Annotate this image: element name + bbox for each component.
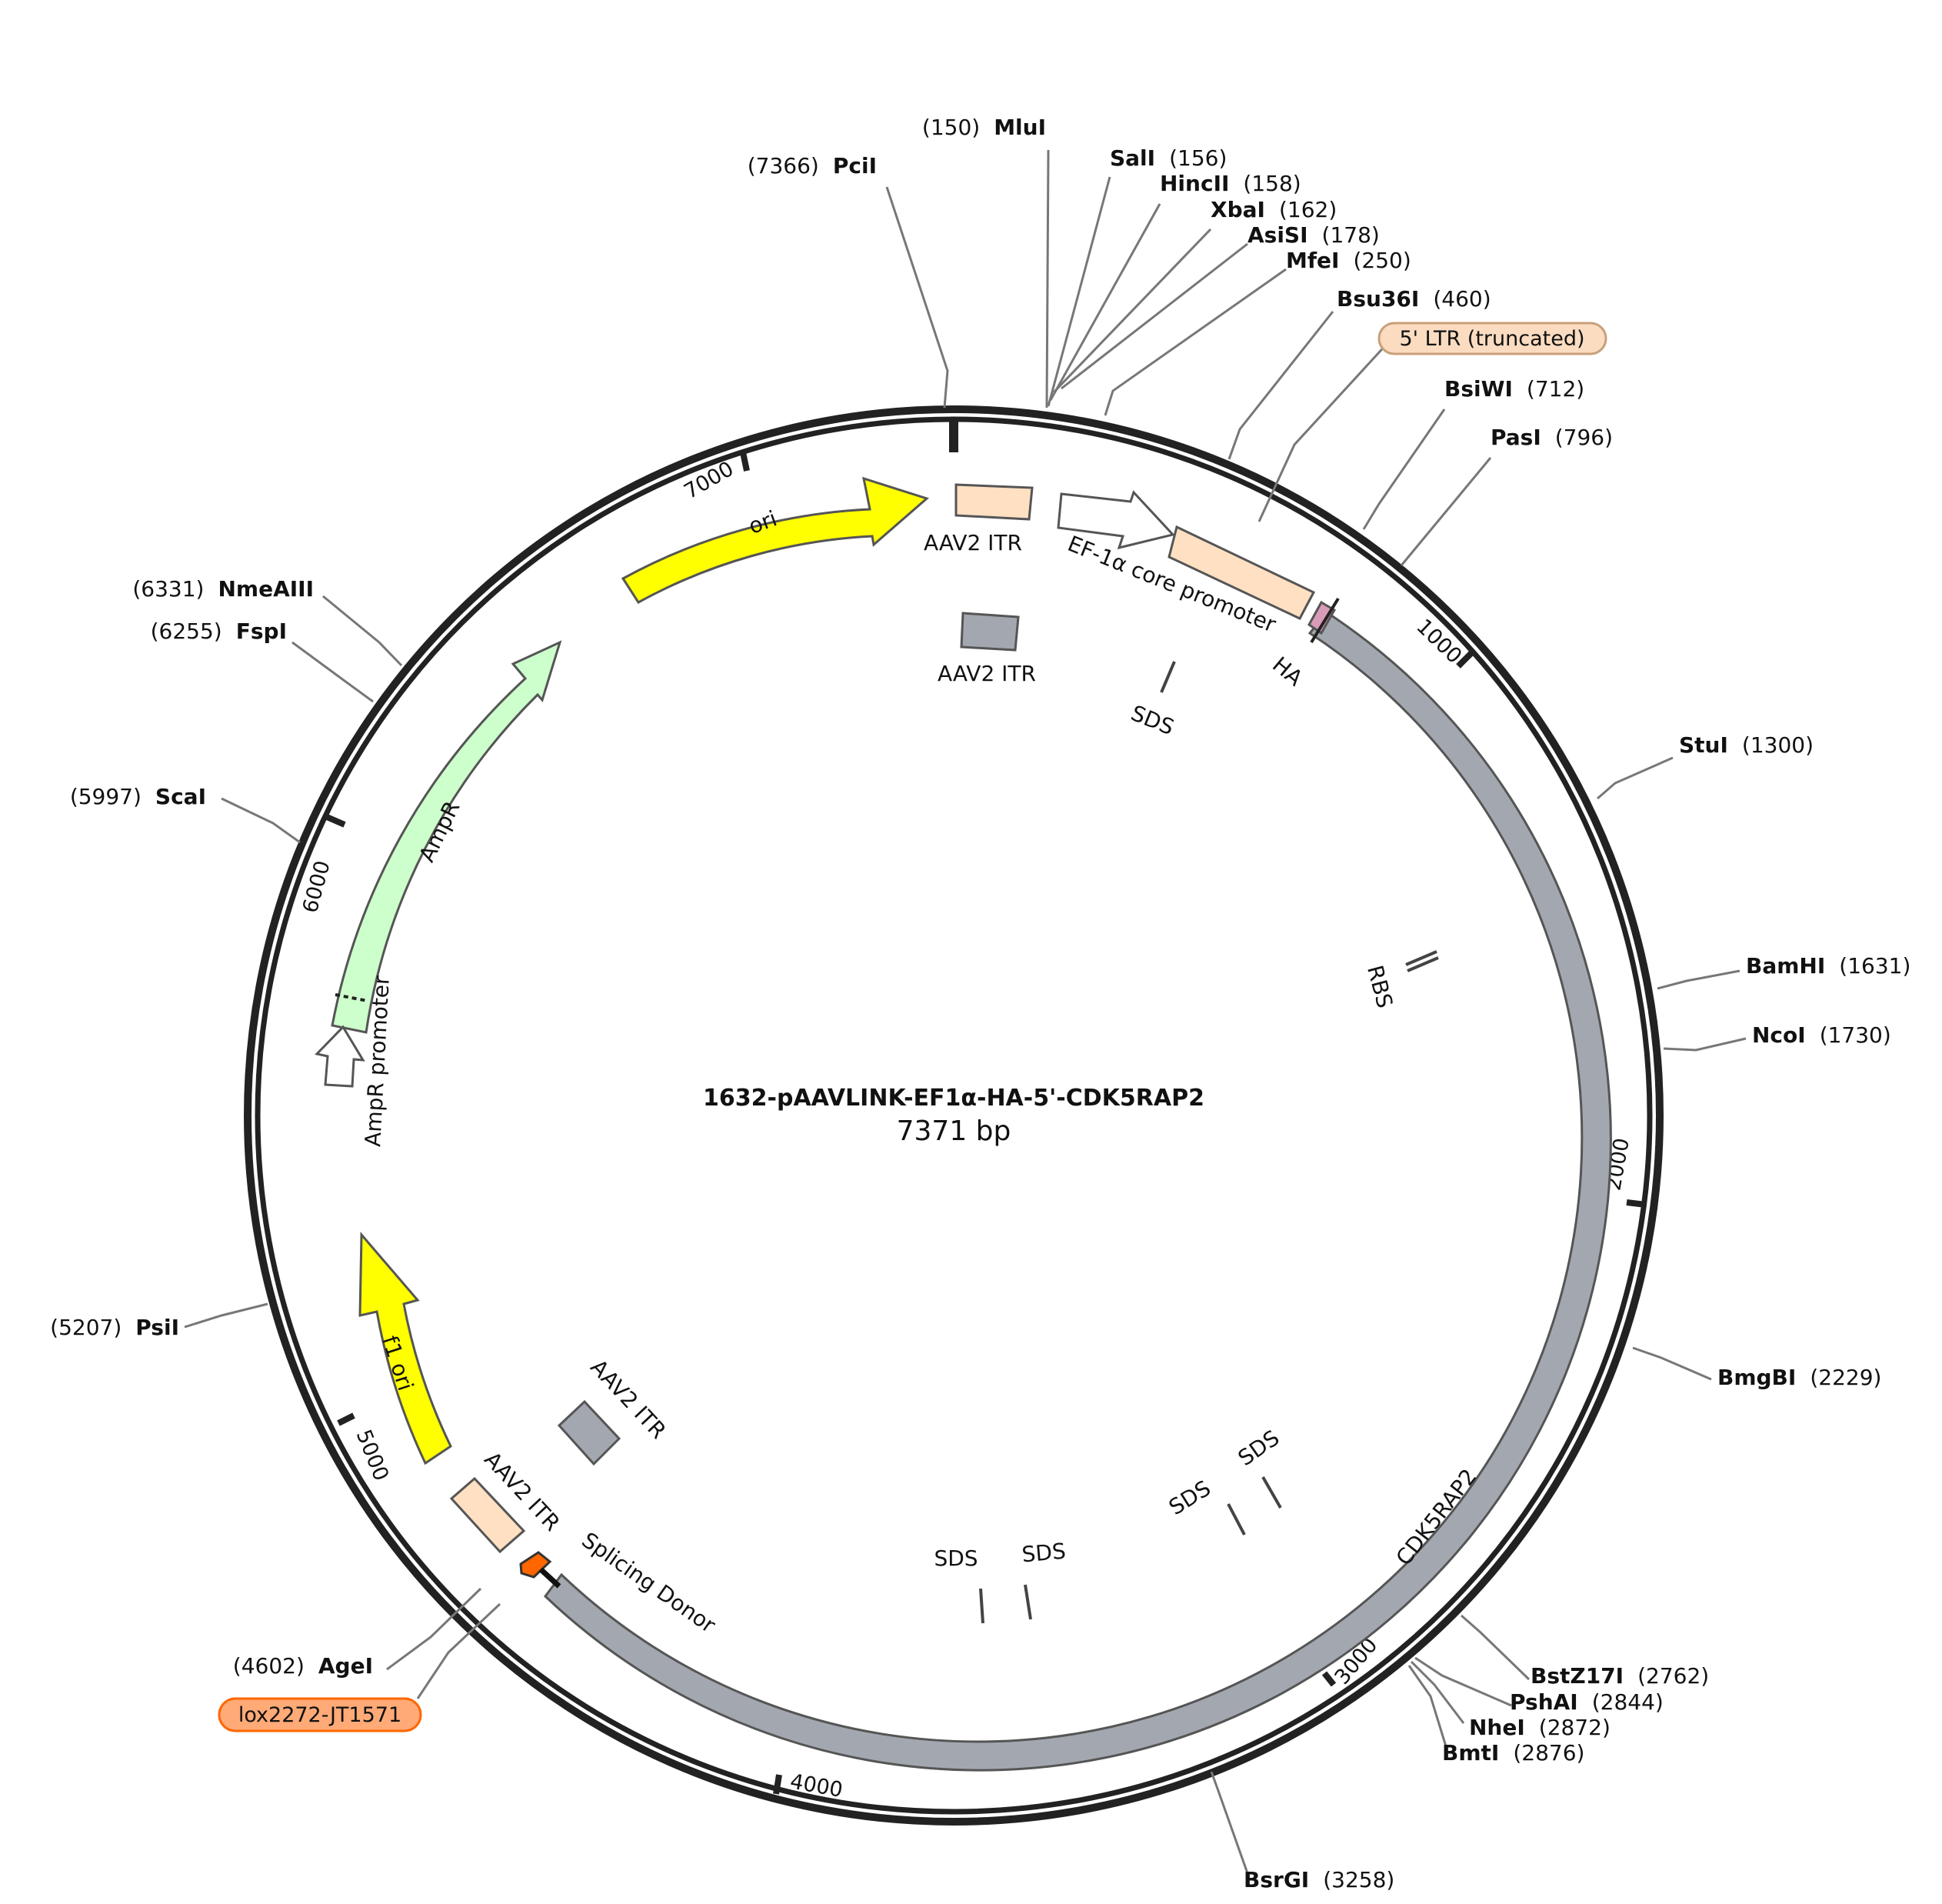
site-ncoi: NcoI(1730) xyxy=(1752,1022,1891,1048)
callout-bsrgi xyxy=(1210,1771,1249,1874)
site-pcii: (7366)PciI xyxy=(748,153,877,178)
site-bsiwi: BsiWI(712) xyxy=(1444,376,1584,402)
callout-pcii xyxy=(885,186,949,408)
site-mlui: (150)MluI xyxy=(922,115,1046,140)
site-bmgbi: BmgBI(2229) xyxy=(1717,1365,1881,1390)
rbs-marker-2 xyxy=(1407,956,1439,972)
aav2-itr-top-inner-feature[interactable] xyxy=(960,612,1020,652)
site-bsu36i: Bsu36I(460) xyxy=(1337,286,1491,312)
callout-hincii xyxy=(1049,203,1161,401)
site-agei: (4602)AgeI xyxy=(233,1653,373,1679)
splicing-donor-marker xyxy=(538,1567,561,1589)
sds-marker-2 xyxy=(1024,1584,1032,1620)
callout-bmgbi xyxy=(1632,1346,1712,1381)
site-hincii: HincII(158) xyxy=(1160,171,1301,196)
callout-mfei xyxy=(1104,268,1287,416)
lox-tag-label: lox2272-JT1571 xyxy=(238,1703,401,1727)
plasmid-name: 1632-pAAVLINK-EF1α-HA-5'-CDK5RAP2 xyxy=(703,1085,1204,1112)
lox-tag[interactable]: lox2272-JT1571 xyxy=(218,1697,422,1732)
aav2-itr-bottom-feature[interactable] xyxy=(449,1476,526,1554)
ltr-tag-label: 5' LTR (truncated) xyxy=(1399,327,1584,351)
callout-stui xyxy=(1597,756,1674,800)
site-stui: StuI(1300) xyxy=(1679,732,1814,758)
callout-bamhi xyxy=(1657,969,1740,990)
site-bamhi: BamHI(1631) xyxy=(1746,953,1910,979)
rbs-label: RBS xyxy=(1362,962,1397,1011)
ef1a-promoter-feature[interactable] xyxy=(1168,525,1316,620)
tick-label-4000: 4000 xyxy=(788,1769,844,1802)
callout-ncoi xyxy=(1663,1037,1747,1052)
callout-bmti xyxy=(1407,1665,1447,1747)
sds-marker-3 xyxy=(1227,1503,1246,1536)
aav2-itr-top-feature[interactable] xyxy=(954,483,1034,521)
callout-pasi xyxy=(1400,457,1492,566)
aav2-itr-top-inner-label: AAV2 ITR xyxy=(938,661,1036,686)
callout-lox xyxy=(416,1602,501,1699)
site-nhei: NheI(2872) xyxy=(1469,1715,1611,1740)
sds-marker-1 xyxy=(979,1588,984,1624)
ha-feature[interactable] xyxy=(1307,600,1337,635)
sds-label-4: SDS xyxy=(1234,1425,1284,1471)
sds-label-top: SDS xyxy=(1128,700,1178,740)
cdk5rap2-feature[interactable] xyxy=(543,611,1612,1772)
site-nmeaiii: (6331)NmeAIII xyxy=(132,576,314,602)
ampr-split-line xyxy=(335,993,368,1002)
ltr-tag[interactable]: 5' LTR (truncated) xyxy=(1377,322,1607,355)
rbs-marker xyxy=(1405,950,1437,966)
site-psii: (5207)PsiI xyxy=(50,1315,179,1340)
backbone-outer-ring xyxy=(244,405,1664,1826)
site-bmti: BmtI(2876) xyxy=(1442,1740,1584,1766)
ampr-promoter-feature[interactable] xyxy=(315,1025,365,1088)
ampr-feature[interactable] xyxy=(331,640,562,1034)
aav2-itr-bottom-inner-feature[interactable] xyxy=(557,1399,621,1466)
callout-nmeaiii xyxy=(322,595,403,667)
plasmid-length: 7371 bp xyxy=(897,1115,1011,1147)
site-sali: SalI(156) xyxy=(1110,145,1227,171)
ori-feature[interactable] xyxy=(621,476,930,604)
site-mfei: MfeI(250) xyxy=(1286,248,1411,273)
callout-sali xyxy=(1047,176,1111,407)
callout-bsu36i xyxy=(1227,311,1334,460)
sds-label-3: SDS xyxy=(1164,1476,1215,1520)
sds-marker-4 xyxy=(1261,1476,1282,1509)
callout-scai xyxy=(221,797,301,844)
site-pshai: PshAI(2844) xyxy=(1510,1689,1664,1715)
ha-label: HA xyxy=(1267,652,1307,691)
site-pasi: PasI(796) xyxy=(1491,425,1613,450)
callout-psii xyxy=(184,1302,268,1329)
site-bsrgi: BsrGI(3258) xyxy=(1244,1867,1394,1892)
site-bstz17i: BstZ17I(2762) xyxy=(1531,1663,1709,1689)
f1-ori-feature[interactable] xyxy=(358,1232,452,1466)
callout-ltr xyxy=(1257,341,1390,522)
sds-label-1: SDS xyxy=(934,1546,978,1571)
aav2-itr-top-label: AAV2 ITR xyxy=(924,530,1022,555)
callout-xbai xyxy=(1052,228,1212,394)
ef1a-promoter-arrow[interactable] xyxy=(1057,490,1175,550)
callout-nhei xyxy=(1410,1660,1465,1724)
callout-bstz17i xyxy=(1461,1614,1531,1681)
callout-agei xyxy=(386,1587,482,1671)
sds-label-2: SDS xyxy=(1021,1539,1067,1568)
callout-mlui xyxy=(1045,149,1050,408)
site-scai: (5997)ScaI xyxy=(70,784,206,809)
callout-pshai xyxy=(1414,1656,1512,1707)
site-fspi: (6255)FspI xyxy=(151,619,287,644)
callout-asisi xyxy=(1061,242,1248,390)
site-asisi: AsiSI(178) xyxy=(1247,222,1380,248)
callout-fspi xyxy=(291,641,374,703)
ha-marker xyxy=(1310,597,1340,644)
site-xbai: XbaI(162) xyxy=(1211,197,1337,222)
sds-marker-top xyxy=(1160,661,1176,693)
callout-bsiwi xyxy=(1362,408,1446,530)
